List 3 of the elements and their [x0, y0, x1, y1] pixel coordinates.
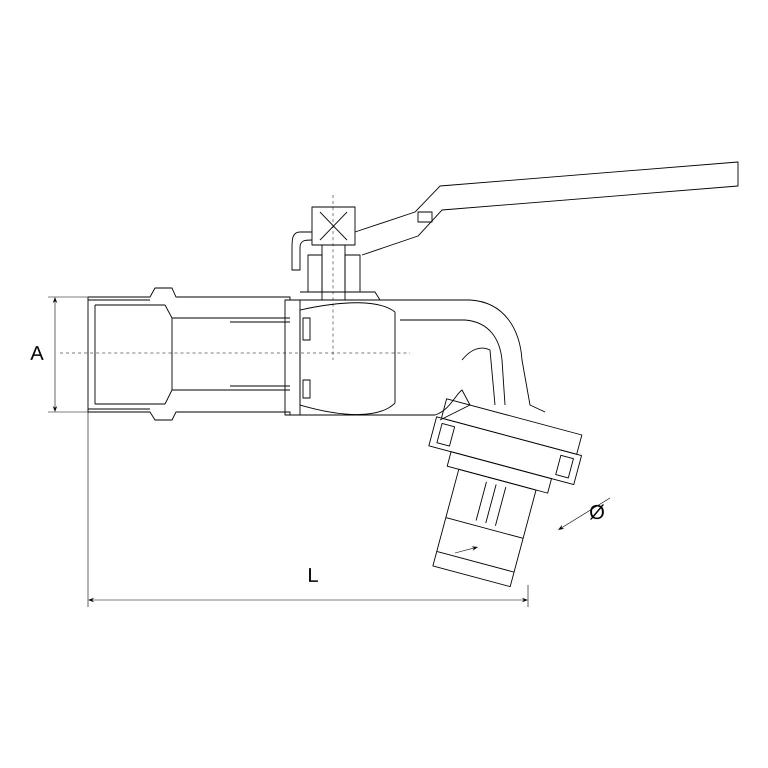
dimension-label: Ø	[590, 504, 604, 520]
dimension-label: A	[30, 346, 44, 360]
dimension-label: L	[309, 568, 318, 582]
